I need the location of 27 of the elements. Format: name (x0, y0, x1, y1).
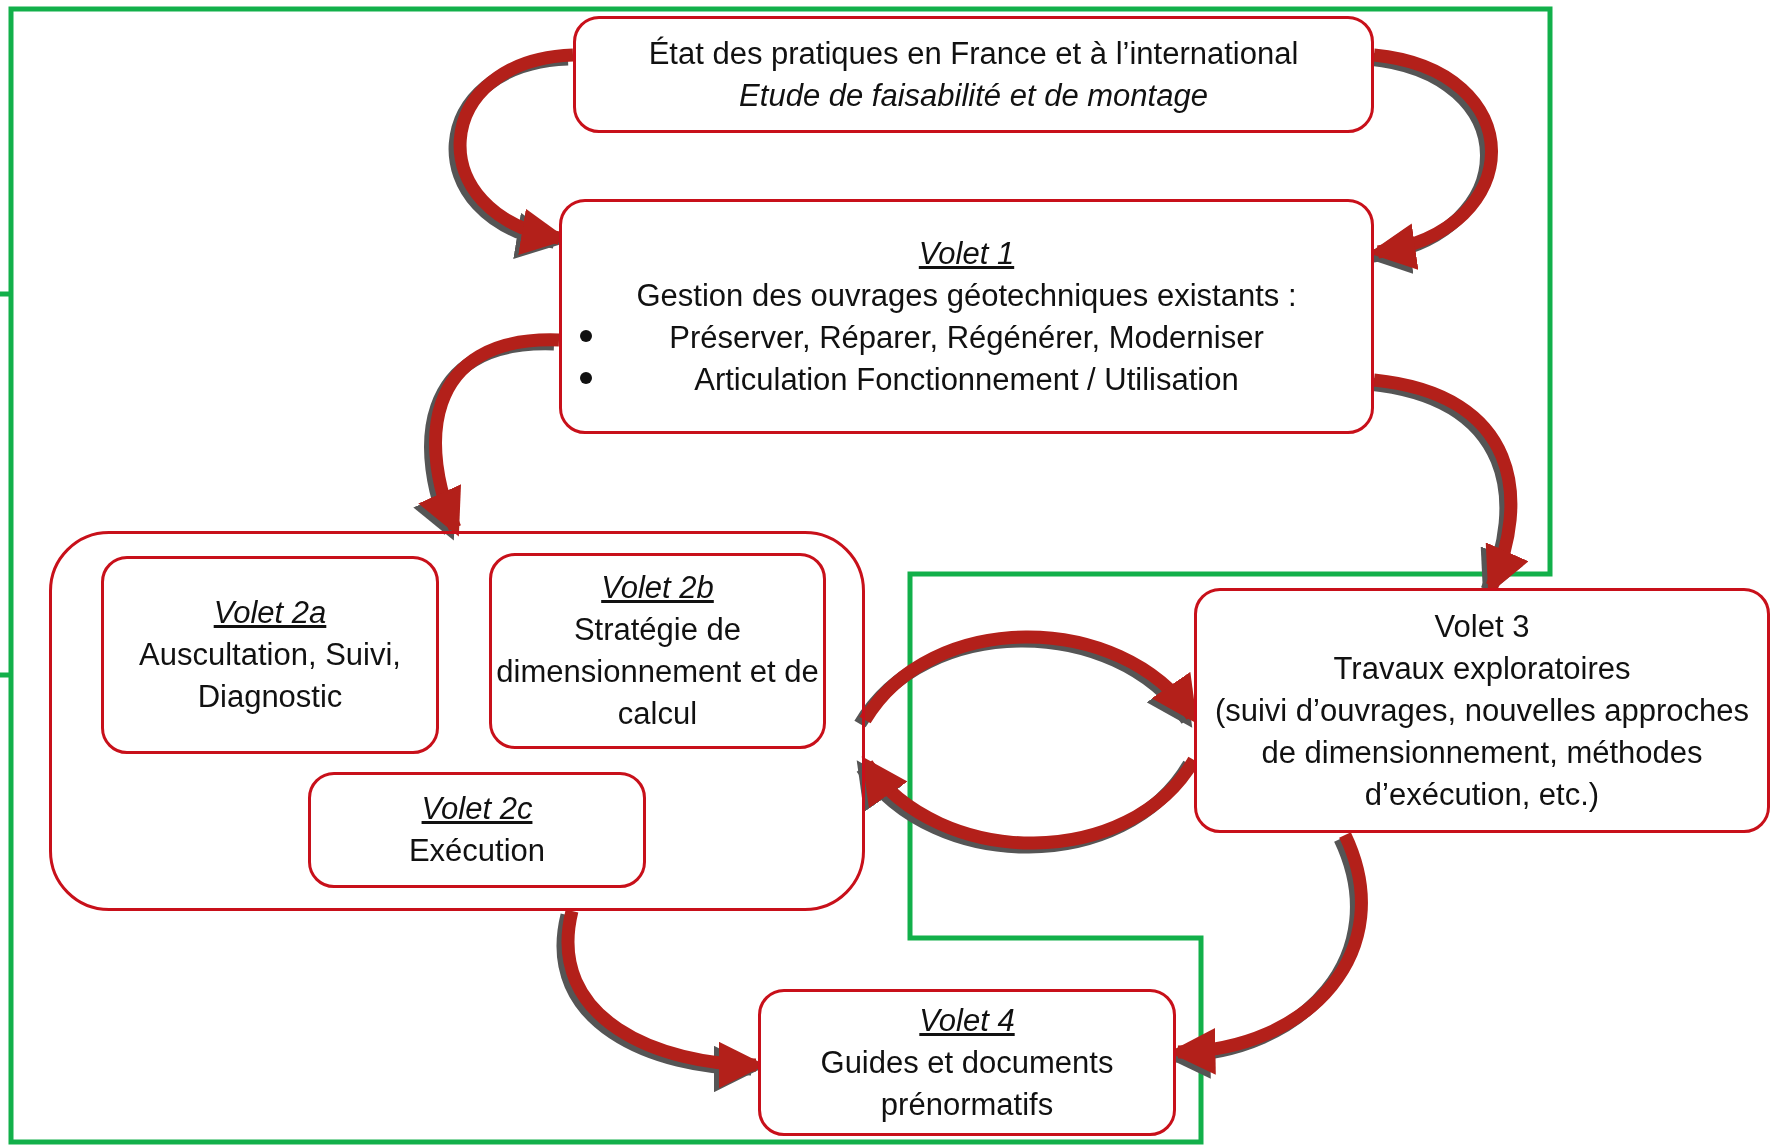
process-box (101, 556, 439, 754)
section-heading: Volet 1 (918, 234, 1015, 273)
box-text: Volet 3 (1434, 607, 1530, 646)
box-text: Etude de faisabilité et de montage (739, 76, 1208, 115)
section-heading: Volet 2a (213, 594, 327, 632)
process-box (758, 989, 1176, 1136)
process-box (489, 553, 826, 749)
bullet-text: Préserver, Réparer, Régénérer, Moderniser (669, 319, 1264, 355)
process-box (573, 16, 1374, 133)
group-container (49, 531, 865, 911)
box-text: Guides et documents prénormatifs (819, 1043, 1115, 1124)
curved-arrow (453, 48, 574, 252)
box-text: Exécution (408, 832, 546, 870)
box-text: État des pratiques en France et à l’international (648, 34, 1299, 73)
process-box (1194, 588, 1770, 833)
box-text: Auscultation, Suivi, Diagnostic (138, 636, 402, 716)
bullet-text: Articulation Fonctionnement / Utilisation (694, 361, 1239, 397)
box-text: (suivi d’ouvrages, nouvelles approches de dimensionnement, méthodes d’exécution, etc.) (1213, 691, 1751, 814)
section-heading: Volet 2b (601, 569, 714, 607)
box-text: Stratégie de dimensionnement et de calcul (495, 611, 820, 733)
process-box (308, 772, 646, 888)
section-heading: Volet 2c (421, 790, 533, 828)
process-box (559, 199, 1374, 434)
box-text: Gestion des ouvrages géotechniques existants : (636, 276, 1297, 315)
curved-arrow (419, 333, 560, 537)
section-heading: Volet 4 (919, 1001, 1015, 1040)
box-text: Travaux exploratoires (1333, 649, 1631, 688)
